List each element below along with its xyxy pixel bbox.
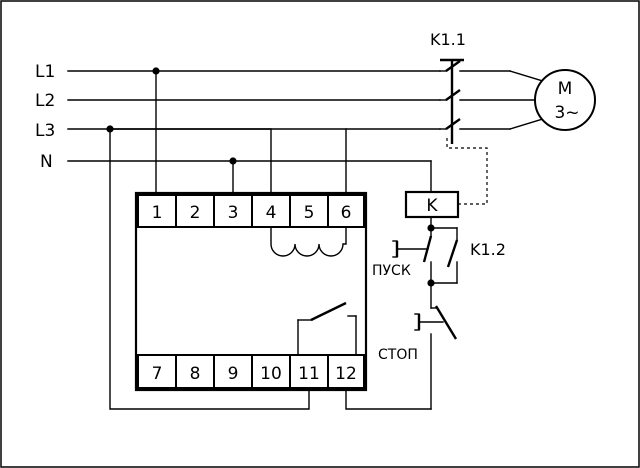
motor-symbol [534,69,596,131]
terminal-label: 7 [152,364,163,384]
main-contactor-label: K1.1 [430,30,466,49]
terminal-7 [137,354,177,389]
terminal-label: 11 [298,364,320,384]
terminal-label: 6 [341,203,352,223]
line-label-n: N [40,152,53,172]
terminal-9 [213,354,253,389]
terminal-1 [137,194,177,228]
motor-label-m: M [558,79,573,99]
terminal-10 [251,354,291,389]
coil-label: K [426,196,438,216]
terminal-2 [175,194,215,228]
terminal-label: 3 [228,203,239,223]
aux-contact-label: K1.2 [470,240,506,259]
aux-contact-k12 [430,227,459,284]
terminal-label: 8 [190,364,201,384]
stop-button-symbol [414,282,458,410]
coil-symbol [404,190,460,219]
motor-leads [459,70,547,130]
line-label-l3: L3 [35,121,55,141]
supply-bus [67,70,441,162]
terminal-11 [289,354,329,389]
terminal-3 [213,194,253,228]
relay-internal-switch [297,301,357,356]
terminal-label: 2 [190,203,201,223]
terminal-4 [251,194,291,228]
line-label-l1: L1 [35,62,55,82]
start-button-label: ПУСК [372,263,411,279]
terminal-label: 5 [304,203,315,223]
motor-label-3ph: 3~ [554,103,579,123]
terminal-label: 1 [152,203,163,223]
mechanical-linkage [446,138,488,205]
start-button-symbol [392,227,433,284]
line-label-l2: L2 [35,91,55,111]
top-terminal-strip: 1 2 3 4 5 6 [137,194,365,228]
main-contactor-contacts [439,58,464,144]
terminal-label: 10 [260,364,282,384]
terminal-12 [327,354,365,389]
terminal-label: 4 [266,203,277,223]
terminal-label: 9 [228,364,239,384]
bottom-terminal-strip: 7 8 9 10 11 12 [137,354,365,389]
stop-button-label: СТОП [378,347,418,363]
relay-wiring [109,70,432,410]
terminal-label: 12 [335,364,357,384]
relay-internal-coil [270,226,347,257]
